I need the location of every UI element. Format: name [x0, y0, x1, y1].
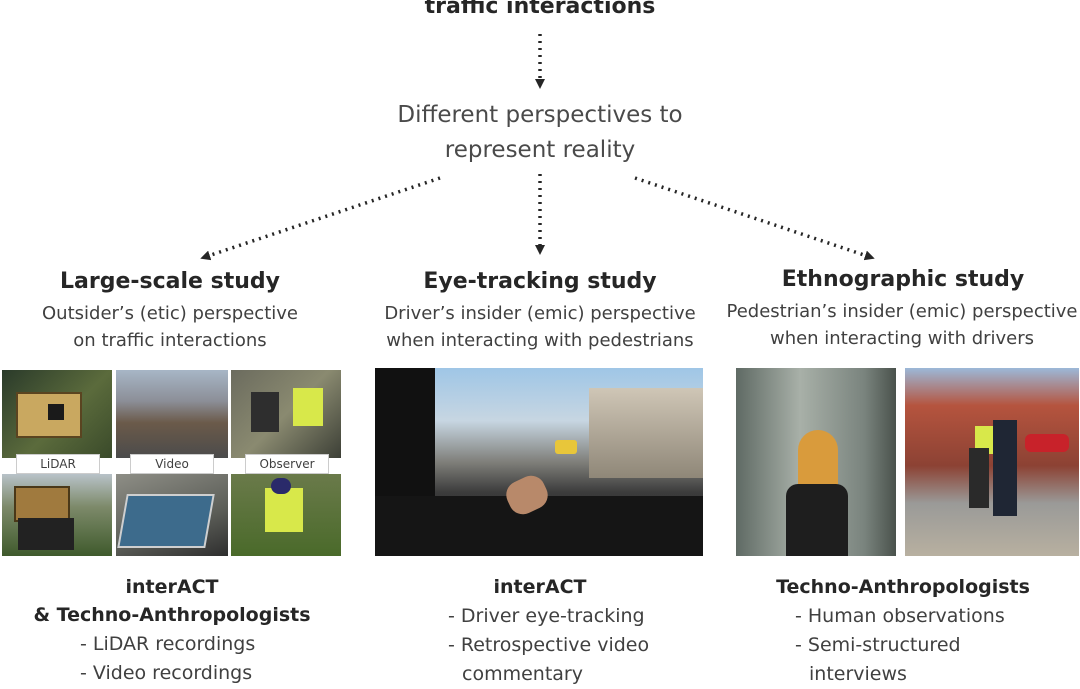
observer-label: Observer [245, 454, 329, 474]
top-title: traffic interactions [424, 0, 656, 19]
arrow-center-to-right [634, 176, 875, 261]
center-text-line1: Different perspectives to [397, 102, 683, 128]
ethnographic-study-subtitle-line2: when interacting with drivers [769, 328, 1035, 349]
eye-tracking-study-subtitle-line2: when interacting with pedestrians [386, 330, 694, 351]
eye-tracking-study-subtitle-line1: Driver’s insider (emic) perspective [384, 303, 696, 324]
lidar-label: LiDAR [16, 454, 100, 474]
large-scale-study-subtitle-line1: Outsider’s (etic) perspective [42, 303, 298, 324]
pedestrian-photo [736, 368, 896, 556]
arrow-layer [200, 34, 875, 261]
col1-item-2: - Video recordings [80, 662, 253, 684]
eye-tracking-study-title: Eye-tracking study [423, 269, 657, 294]
col3-item-1: - Human observations [795, 605, 1005, 627]
video-label: Video [130, 454, 214, 474]
col1-item-1: - LiDAR recordings [80, 633, 256, 655]
ethnographic-study-subtitle-line1: Pedestrian’s insider (emic) perspective [726, 301, 1078, 322]
col3-bottom-head: Techno-Anthropologists [776, 576, 1030, 598]
lidar-photo [2, 370, 112, 458]
lidar-box-photo [2, 474, 112, 556]
col2-item-2: - Retrospective video [448, 634, 650, 656]
large-scale-study-title: Large-scale study [60, 269, 280, 294]
arrow-center-to-left [200, 176, 441, 261]
video-street-photo [116, 370, 228, 458]
observer-sitting-photo [231, 474, 341, 556]
center-text-line2: represent reality [444, 137, 636, 163]
col1-bottom-head-line2: & Techno-Anthropologists [33, 604, 311, 626]
driver-view-photo [375, 368, 703, 556]
laptop-photo [116, 474, 228, 556]
street-observers-photo [905, 368, 1079, 556]
observer-photo [231, 370, 341, 458]
col3-item-2: - Semi-structured [795, 634, 961, 656]
col1-bottom-head-line1: interACT [125, 576, 219, 598]
large-scale-study-subtitle-line2: on traffic interactions [73, 330, 267, 351]
ethnographic-study-title: Ethnographic study [781, 267, 1025, 292]
col2-bottom-head: interACT [493, 576, 587, 598]
col2-item-1: - Driver eye-tracking [448, 605, 645, 627]
